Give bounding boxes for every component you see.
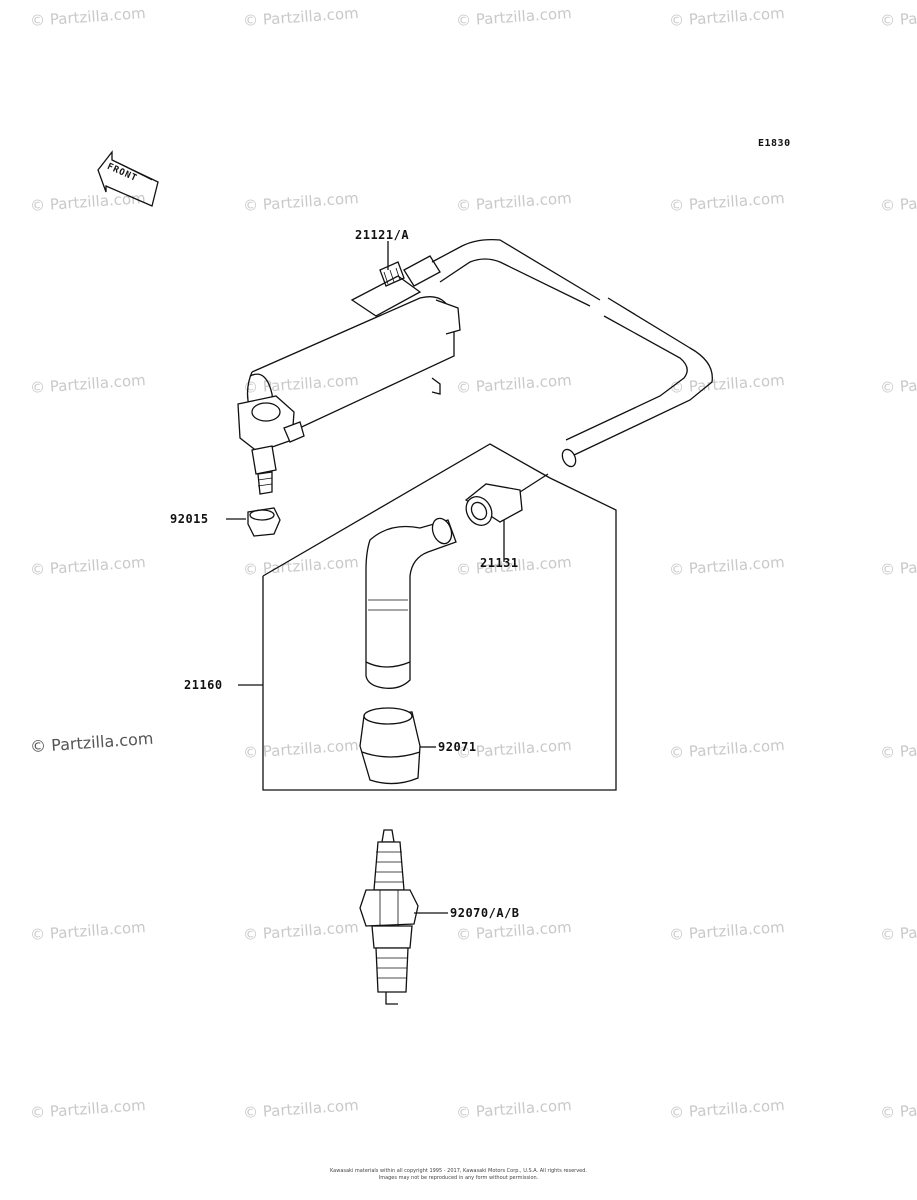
- clamp-part: [226, 507, 281, 537]
- cap-seal-part: [464, 473, 549, 562]
- ignition-coil: [237, 255, 461, 495]
- copyright-line-2: Images may not be reproduced in any form…: [378, 1175, 539, 1181]
- cap-cover-part: [359, 707, 436, 785]
- part-label-92015[interactable]: 92015: [170, 512, 209, 526]
- spark-plug-part: [359, 829, 448, 1005]
- diagram-code: E1830: [758, 138, 791, 149]
- part-label-21121[interactable]: 21121/A: [355, 228, 410, 242]
- part-label-92070[interactable]: 92070/A/B: [450, 906, 520, 920]
- plug-cap-part: [365, 517, 457, 689]
- part-label-21160[interactable]: 21160: [184, 678, 223, 692]
- copyright-line-1: Kawasaki materials within all copyright …: [329, 1168, 588, 1174]
- part-label-92071[interactable]: 92071: [438, 740, 477, 754]
- high-tension-cable: [431, 238, 713, 468]
- assembly-box: [238, 443, 617, 791]
- part-label-21131[interactable]: 21131: [480, 556, 519, 570]
- front-arrow-icon: [97, 150, 159, 207]
